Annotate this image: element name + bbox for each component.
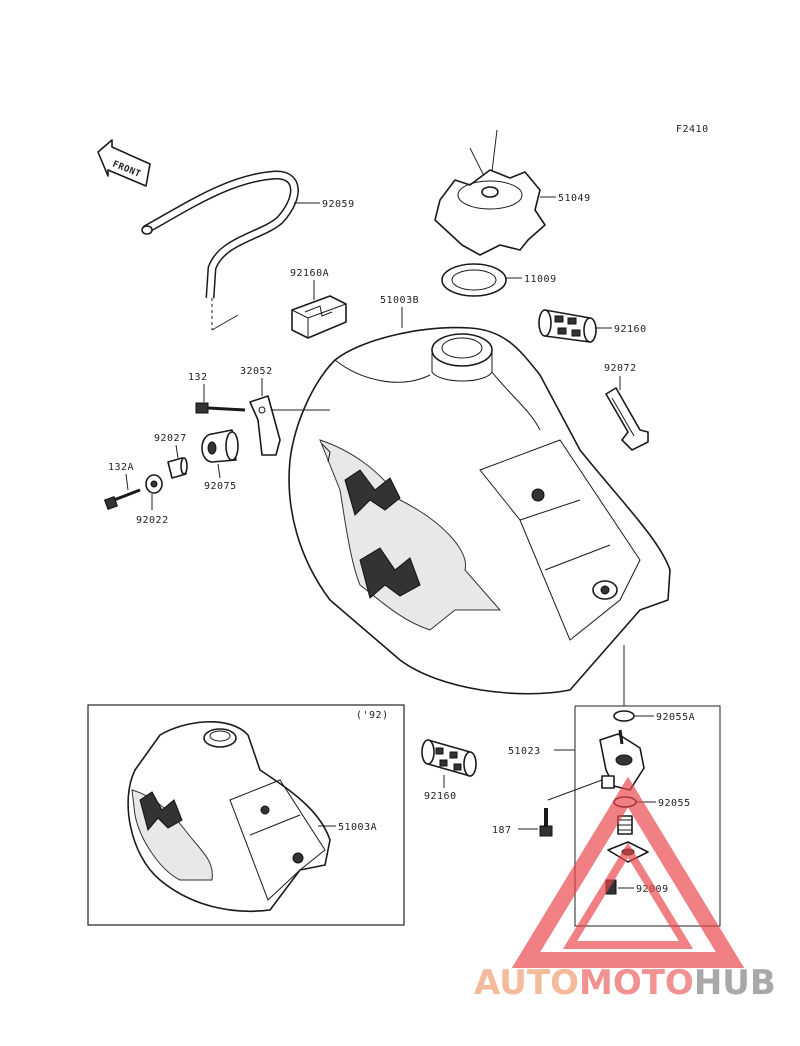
watermark-logo: AUTOMOTOHUB	[474, 776, 776, 1003]
tank-strap	[605, 387, 649, 451]
fuel-filter-mid	[421, 739, 477, 777]
label-92160-mid: 92160	[424, 791, 457, 802]
label-92072: 92072	[604, 363, 637, 374]
label-132a: 132A	[108, 462, 134, 473]
watermark-triangle-icon	[511, 776, 745, 968]
label-92055a: 92055A	[656, 712, 695, 723]
label-51049: 51049	[558, 193, 591, 204]
mounting-bracket	[249, 395, 281, 456]
fuel-cap	[434, 129, 546, 256]
watermark-moto: MOTO	[579, 963, 694, 1003]
fuel-filter-top	[538, 309, 597, 343]
label-92160a: 92160A	[290, 268, 329, 279]
label-92160-top: 92160	[614, 324, 647, 335]
label-51023: 51023	[508, 746, 541, 757]
label-132: 132	[188, 372, 208, 383]
washer	[145, 474, 163, 494]
inset-year-label: ('92)	[356, 710, 389, 721]
fuel-tank-main	[288, 326, 671, 695]
breather-hose	[141, 170, 299, 331]
label-92055: 92055	[658, 798, 691, 809]
bolt-132a	[103, 488, 141, 511]
label-51003b: 51003B	[380, 295, 419, 306]
rubber-grommet	[201, 429, 239, 463]
diagram-ref-code: F2410	[676, 124, 709, 135]
cap-gasket	[441, 263, 507, 297]
label-187: 187	[492, 825, 512, 836]
svg-text:AUTOMOTOHUB: AUTOMOTOHUB	[474, 963, 776, 1003]
label-51003a: 51003A	[338, 822, 377, 833]
label-11009: 11009	[524, 274, 557, 285]
label-92075: 92075	[204, 481, 237, 492]
watermark-auto: AUTO	[474, 963, 579, 1003]
watermark-hub: HUB	[694, 963, 776, 1003]
label-92027: 92027	[154, 433, 187, 444]
label-92022: 92022	[136, 515, 169, 526]
label-32052: 32052	[240, 366, 273, 377]
label-92059: 92059	[322, 199, 355, 210]
front-arrow-icon: FRONT	[97, 139, 151, 187]
screw-187	[539, 779, 603, 837]
collar	[167, 457, 188, 479]
bolt-132	[195, 402, 246, 414]
rubber-damper	[291, 295, 347, 339]
inset-92-tank: ('92)	[87, 704, 405, 926]
